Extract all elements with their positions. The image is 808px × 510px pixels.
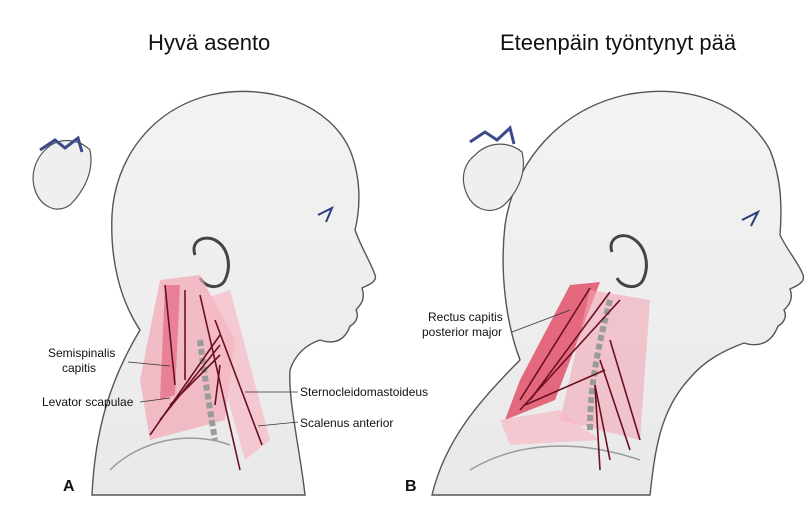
label-rectus-capitis-posterior-major: Rectus capitis posterior major [422, 310, 503, 340]
label-sternocleidomastoideus: Sternocleidomastoideus [300, 385, 428, 400]
label-semispinalis-capitis: Semispinalis capitis [48, 346, 115, 376]
label-rectus-line1: Rectus capitis [422, 310, 503, 325]
label-rectus-line2: posterior major [422, 325, 503, 340]
label-semispinalis-line1: Semispinalis [48, 346, 115, 361]
label-scalenus-anterior: Scalenus anterior [300, 416, 393, 431]
panel-letter-b: B [405, 478, 417, 496]
label-levator-scapulae: Levator scapulae [42, 395, 133, 410]
head-outline-a [92, 91, 375, 495]
panel-a-figure [33, 91, 375, 495]
panel-b-figure [432, 91, 803, 495]
hair-tie-b [470, 128, 514, 144]
panel-letter-a: A [63, 478, 75, 496]
label-semispinalis-line2: capitis [48, 361, 115, 376]
